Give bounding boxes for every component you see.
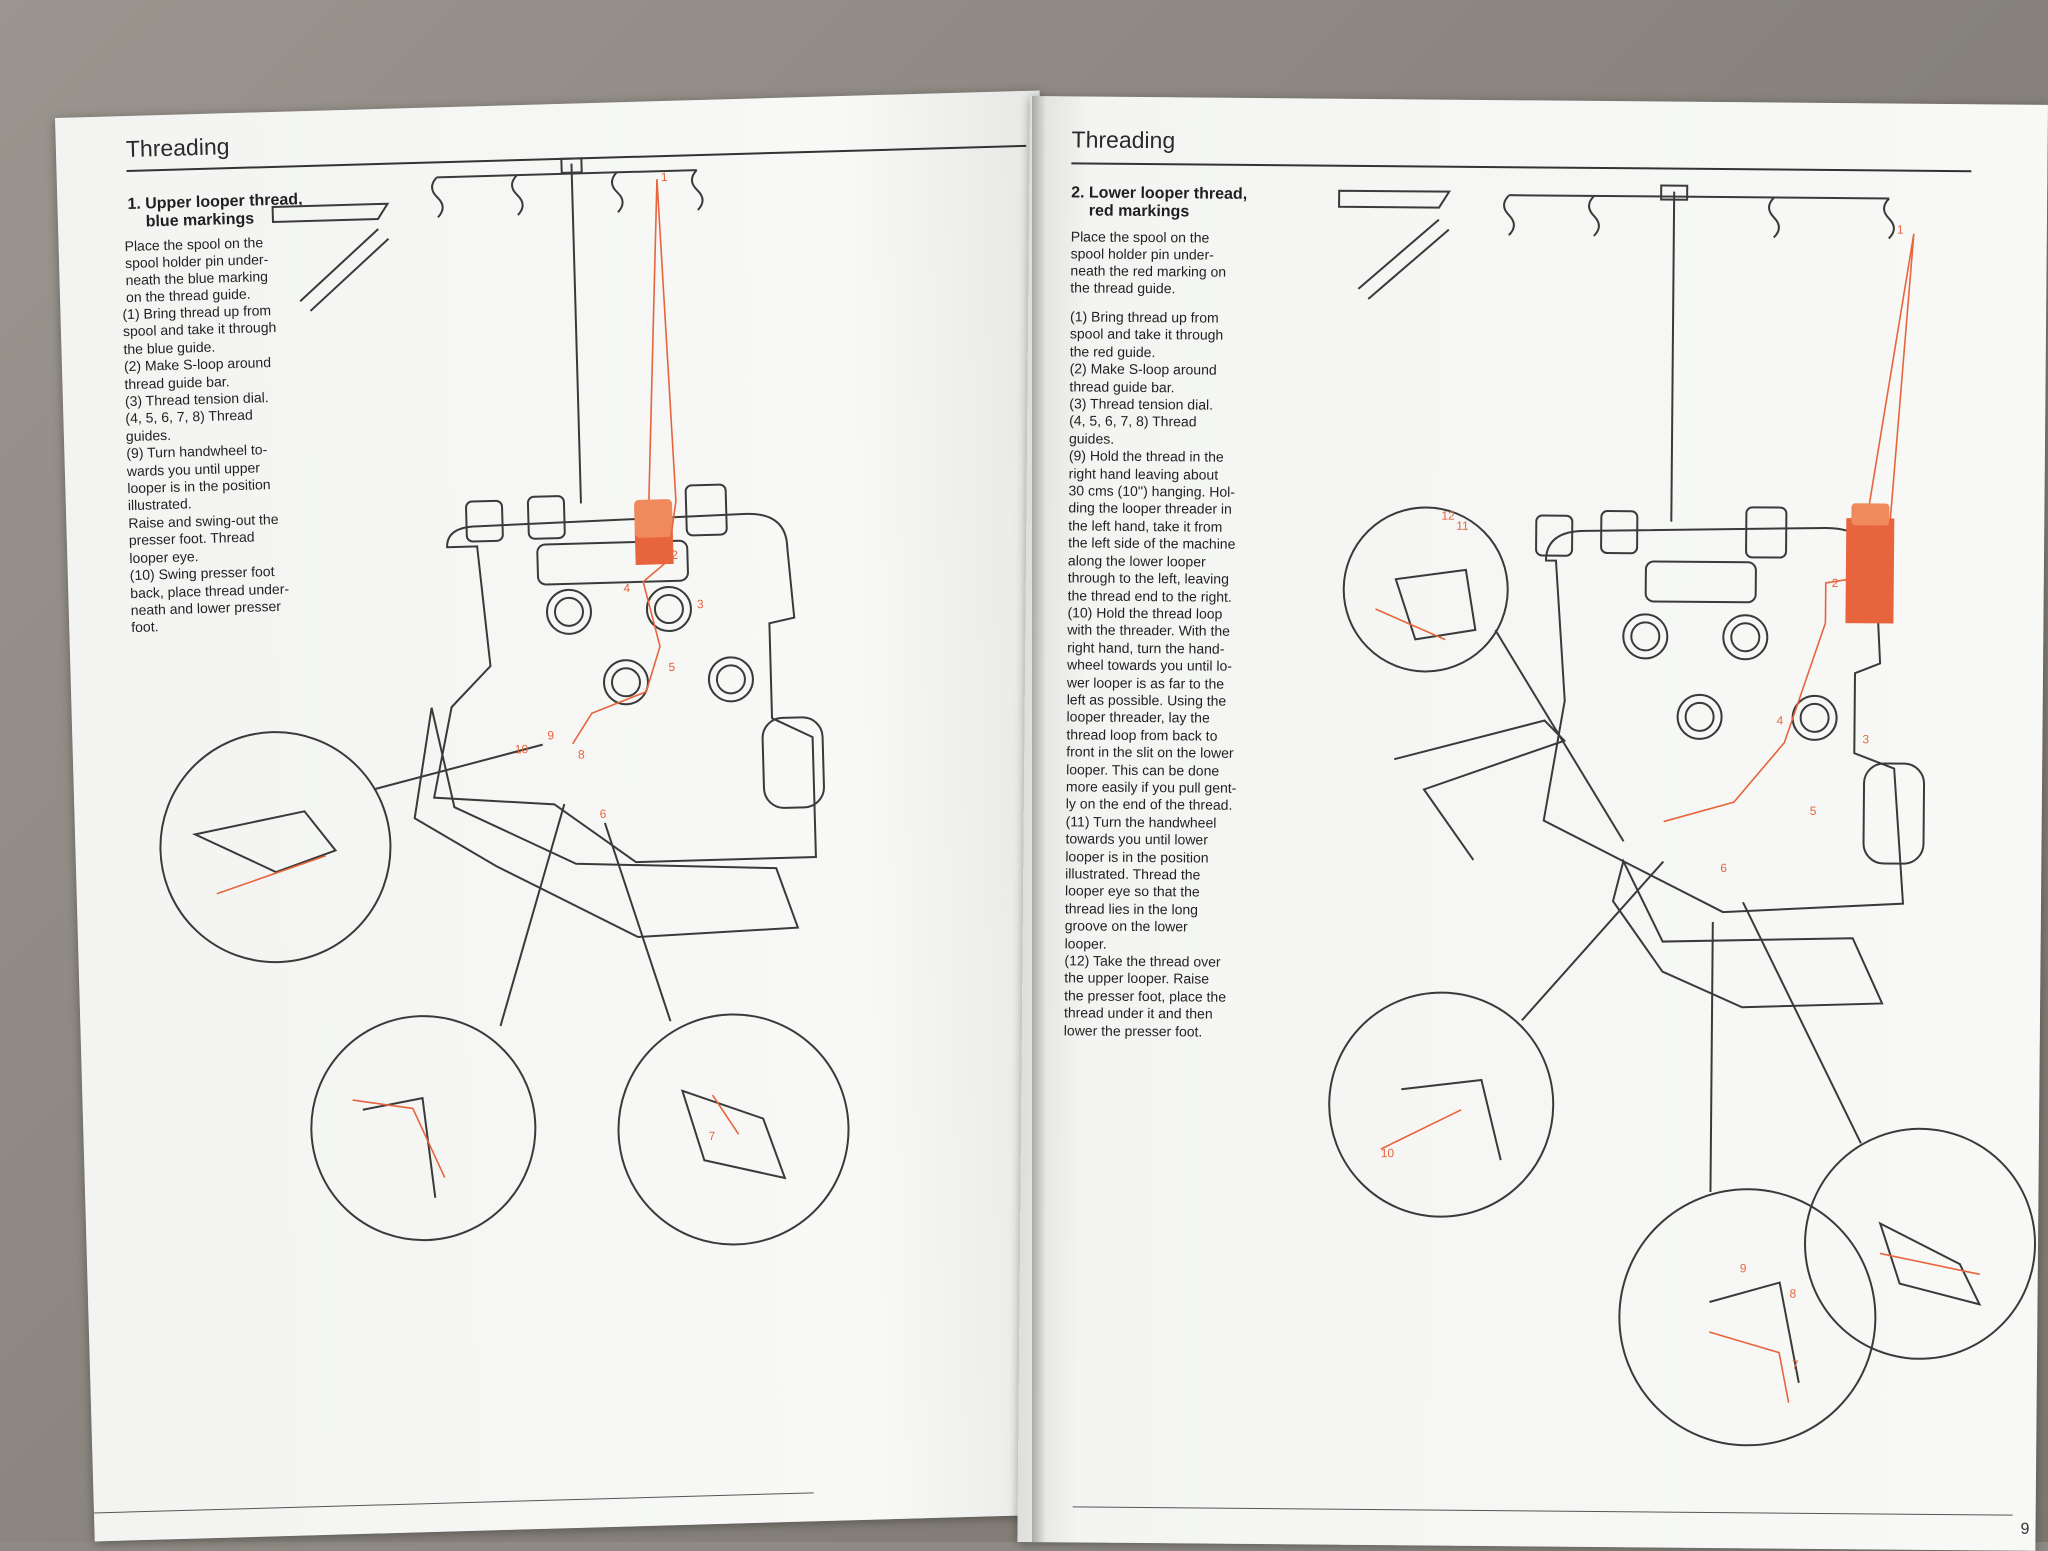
right-callout-12: 12 bbox=[1441, 509, 1455, 523]
right-callout-2: 2 bbox=[1832, 576, 1839, 590]
right-callout-9: 9 bbox=[1740, 1261, 1747, 1275]
right-callout-8: 8 bbox=[1790, 1287, 1797, 1301]
right-callout-11: 11 bbox=[1456, 519, 1469, 533]
right-page: Threading 2. Lower looper thread, red ma… bbox=[1017, 96, 2048, 1551]
left-page: Threading 1. Upper looper thread, blue m… bbox=[55, 90, 1080, 1542]
left-callout-6: 6 bbox=[599, 807, 606, 821]
left-callout-2: 2 bbox=[671, 548, 678, 562]
book-spine-shadow bbox=[1032, 96, 1046, 1542]
left-callout-5: 5 bbox=[668, 660, 675, 674]
right-callout-5: 5 bbox=[1810, 804, 1817, 818]
right-callout-1: 1 bbox=[1897, 223, 1904, 237]
left-callout-10: 10 bbox=[515, 742, 529, 756]
right-callout-3: 3 bbox=[1862, 732, 1869, 746]
left-callout-4: 4 bbox=[623, 581, 630, 595]
left-callout-1: 1 bbox=[661, 170, 668, 184]
left-callout-8: 8 bbox=[578, 747, 585, 761]
right-callout-6: 6 bbox=[1720, 861, 1727, 875]
left-callout-7: 7 bbox=[708, 1129, 715, 1143]
right-page-number: 9 bbox=[2020, 1520, 2030, 1538]
left-callout-9: 9 bbox=[547, 728, 554, 742]
right-callout-10: 10 bbox=[1381, 1146, 1395, 1160]
right-callout-7: 7 bbox=[1792, 1358, 1799, 1372]
right-callout-4: 4 bbox=[1777, 714, 1784, 728]
left-callout-3: 3 bbox=[697, 597, 704, 611]
left-machine-illustration: 1 2 3 4 5 6 7 8 9 10 bbox=[159, 157, 850, 1246]
right-machine-illustration: 1 2 3 4 5 6 7 8 9 10 11 12 bbox=[1328, 184, 2037, 1447]
